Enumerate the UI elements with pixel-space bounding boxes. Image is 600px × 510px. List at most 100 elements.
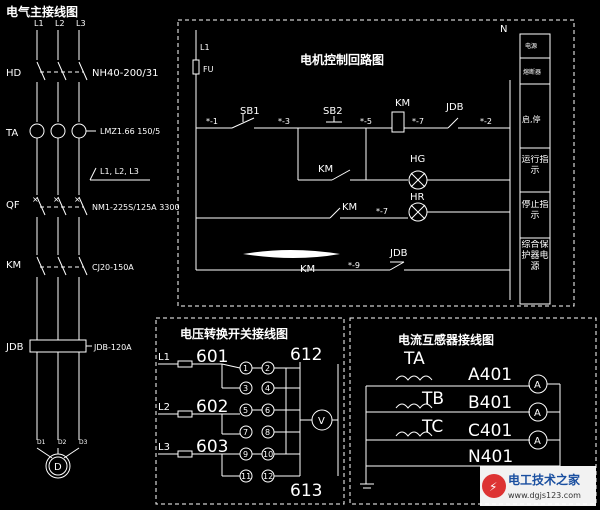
- km-aux-3-label: KM: [300, 264, 315, 275]
- vs-wire-601: 601: [196, 347, 228, 367]
- motor-label: D: [54, 462, 62, 473]
- vs-line-l1: L1: [158, 352, 170, 363]
- vs-out-612: 612: [290, 345, 322, 365]
- vs-terminal-9: 9: [243, 450, 248, 459]
- fuse-label: L1: [200, 43, 210, 52]
- km-aux-2-contact: [329, 207, 341, 219]
- ammeter-c-label: A: [534, 436, 541, 447]
- vs-terminal-12: 12: [263, 472, 273, 481]
- voltage-switch-frame: [155, 317, 345, 505]
- voltage-switch: 电压转换开关接线图 L1 L2 L3 601 602 603 1 3 5 7 9…: [155, 317, 345, 505]
- vs-line-l3: L3: [158, 442, 170, 453]
- redaction-mark: [243, 250, 340, 258]
- wire-label-7b: *-7: [376, 207, 388, 216]
- hd-model: NH40-200/31: [92, 68, 159, 79]
- current-transformer: 电流互感器接线图 TA A401 B401 C401 N401 TB TC A …: [349, 317, 597, 505]
- qf-x-mark-2: ×: [53, 195, 60, 204]
- vs-out-613: 613: [290, 481, 322, 501]
- wire-label-2: *-2: [480, 117, 492, 126]
- motor-terminal-d2: D2: [58, 439, 67, 446]
- wire-label-5: *-5: [360, 117, 372, 126]
- vs-terminal-1: 1: [243, 364, 248, 373]
- qf-x-mark-3: ×: [74, 195, 81, 204]
- ct-output-n401: N401: [468, 447, 513, 467]
- watermark-logo-icon: [482, 474, 506, 498]
- side-label-protector-power: 综合保护器电源: [521, 240, 549, 272]
- km-label: KM: [6, 260, 21, 271]
- corner-mark: N: [500, 24, 507, 35]
- ta-phases: L1, L2, L3: [100, 167, 139, 176]
- control-circuit-title: 电机控制回路图: [300, 52, 384, 67]
- side-label-run: 运行指示: [521, 155, 549, 176]
- ta-coil-l2: [50, 123, 66, 139]
- svg-text:⚡: ⚡: [489, 480, 497, 494]
- control-circuit-frame: [177, 19, 575, 307]
- main-circuit-title: 电气主接线图: [6, 4, 78, 19]
- jdb-label: JDB: [5, 342, 24, 353]
- vs-terminal-11: 11: [241, 472, 251, 481]
- hr-lamp-label: HR: [410, 192, 425, 203]
- wire-label-1: *-1: [206, 117, 218, 126]
- vs-terminal-5: 5: [243, 406, 248, 415]
- wire-label-7a: *-7: [412, 117, 424, 126]
- ct-mark-tb: TB: [421, 389, 444, 409]
- jdb-contact-top: [447, 117, 459, 129]
- vs-left-terminals: 1 3 5 7 9 11: [239, 361, 253, 483]
- ct-output-c401: C401: [468, 421, 512, 441]
- vs-right-terminals: 2 4 6 8 10 12: [261, 361, 275, 483]
- side-label-fuse: 熔断器: [523, 68, 541, 76]
- jdb-bottom-contact: [389, 261, 405, 271]
- ct-mark-tc: TC: [421, 417, 443, 437]
- km-aux-2-label: KM: [342, 202, 357, 213]
- ta-coil-l3: [71, 123, 87, 139]
- km-model: CJ20-150A: [92, 263, 134, 272]
- side-label-column: [519, 33, 551, 305]
- jdb-bottom-label: JDB: [389, 248, 408, 259]
- voltage-switch-title: 电压转换开关接线图: [180, 326, 288, 341]
- qf-x-mark-1: ×: [32, 195, 39, 204]
- jdb-box: [29, 339, 87, 353]
- km-coil-label: KM: [395, 98, 410, 109]
- watermark-url: www.dgjs123.com: [508, 491, 581, 500]
- ta-model: LMZ1.66 150/5: [100, 127, 160, 136]
- vs-wire-602: 602: [196, 397, 228, 417]
- side-label-start-stop: 启,停: [522, 114, 541, 124]
- current-transformer-frame: [349, 317, 597, 505]
- main-circuit: 电气主接线图 L1 L2 L3 HD NH40-200/31 TA LMZ1.6…: [5, 4, 180, 479]
- jdb-top-label: JDB: [445, 102, 464, 113]
- motor-symbol: [45, 453, 71, 479]
- ct-output-b401: B401: [468, 393, 512, 413]
- ta-coil-l1: [29, 123, 45, 139]
- phase-label-l3: L3: [76, 19, 86, 28]
- km-aux-1-contact: [331, 169, 351, 181]
- vs-terminal-2: 2: [265, 364, 270, 373]
- side-label-power: 电源: [525, 42, 537, 50]
- sb1-label: SB1: [240, 106, 260, 117]
- vs-terminal-7: 7: [243, 428, 248, 437]
- ammeter-a-label: A: [534, 380, 541, 391]
- wire-label-9: *-9: [348, 261, 360, 270]
- watermark-name: 电工技术之家: [508, 472, 581, 487]
- ct-ta-label: TA: [403, 349, 425, 369]
- fuse-symbol: [192, 59, 200, 75]
- sb2-label: SB2: [323, 106, 343, 117]
- vs-terminal-6: 6: [265, 406, 270, 415]
- side-label-stop: 停止指示: [521, 200, 549, 221]
- vs-terminal-3: 3: [243, 384, 248, 393]
- ct-output-a401: A401: [468, 365, 512, 385]
- km-coil: [391, 111, 405, 133]
- phase-label-l1: L1: [34, 19, 44, 28]
- hg-lamp-label: HG: [410, 154, 425, 165]
- voltmeter-label: V: [318, 416, 325, 427]
- vs-terminal-8: 8: [265, 428, 270, 437]
- control-circuit: N 电机控制回路图 L1 FU *-1 SB1 *-3 SB2 *-5 KM *…: [177, 19, 575, 307]
- sb1-contact[interactable]: [231, 117, 255, 129]
- wire-label-3: *-3: [278, 117, 290, 126]
- motor-terminal-d3: D3: [79, 439, 88, 446]
- phase-label-l2: L2: [55, 19, 65, 28]
- km-aux-1-label: KM: [318, 164, 333, 175]
- motor-terminal-d1: D1: [37, 439, 46, 446]
- hd-label: HD: [6, 68, 22, 79]
- vs-terminal-4: 4: [265, 384, 270, 393]
